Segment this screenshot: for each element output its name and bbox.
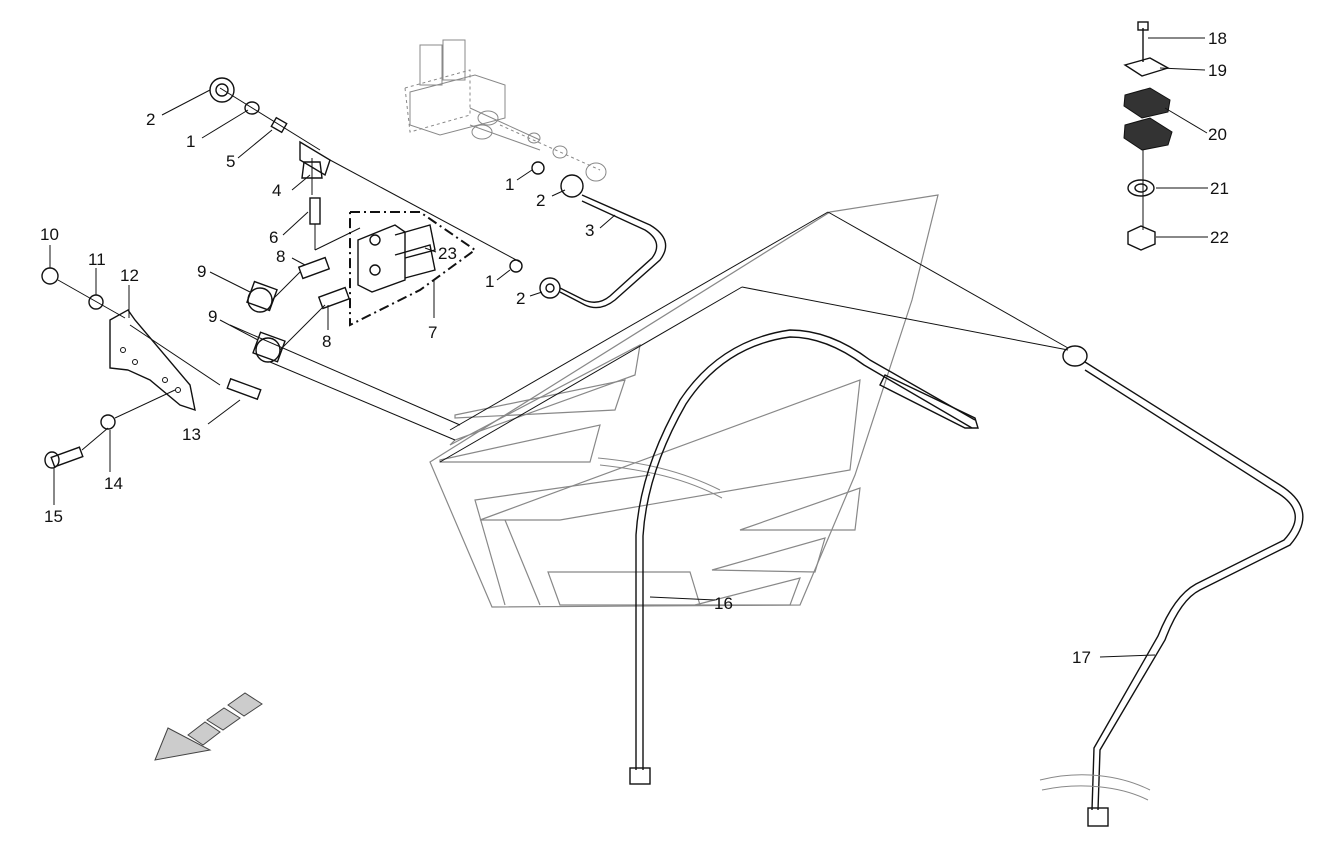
callout-2-mid: 2 — [536, 191, 545, 210]
callout-2-low: 2 — [516, 289, 525, 308]
callout-9-bottom: 9 — [208, 307, 217, 326]
callout-13: 13 — [182, 425, 201, 444]
callout-5: 5 — [226, 152, 235, 171]
fitting-group-left — [209, 77, 331, 250]
callout-22: 22 — [1210, 228, 1229, 247]
callout-2-top: 2 — [146, 110, 155, 129]
callout-1-mid: 1 — [505, 175, 514, 194]
callout-4: 4 — [272, 181, 281, 200]
callout-23: 23 — [438, 244, 457, 263]
callout-21: 21 — [1210, 179, 1229, 198]
callout-1-low: 1 — [485, 272, 494, 291]
callout-7: 7 — [428, 323, 437, 342]
fitting-group-8-9 — [229, 256, 461, 441]
callout-8-bottom: 8 — [322, 332, 331, 351]
callout-9-top: 9 — [197, 262, 206, 281]
pipe-16 — [629, 329, 979, 785]
callout-14: 14 — [104, 474, 123, 493]
callout-19: 19 — [1208, 61, 1227, 80]
callout-17: 17 — [1072, 648, 1091, 667]
callout-1-top: 1 — [186, 132, 195, 151]
callout-11: 11 — [88, 250, 106, 269]
callout-8-top: 8 — [276, 247, 285, 266]
callout-18: 18 — [1208, 29, 1227, 48]
pipe-17 — [439, 211, 1304, 827]
leader-lines — [49, 37, 1208, 658]
callout-20: 20 — [1208, 125, 1227, 144]
callout-labels: 2 1 5 4 6 8 9 9 8 7 23 1 2 3 1 2 10 11 1… — [40, 29, 1229, 667]
valve-block — [404, 39, 607, 182]
callout-3: 3 — [585, 221, 594, 240]
pipe-3 — [531, 161, 667, 309]
direction-arrow-icon — [154, 692, 263, 761]
callout-16: 16 — [714, 594, 733, 613]
clamp-assembly — [1123, 21, 1173, 251]
callout-15: 15 — [44, 507, 63, 526]
callout-12: 12 — [120, 266, 139, 285]
vehicle-outline — [429, 194, 939, 608]
distributor-block — [314, 211, 477, 327]
callout-6: 6 — [269, 228, 278, 247]
callout-10: 10 — [40, 225, 59, 244]
bracket-12 — [41, 267, 262, 469]
